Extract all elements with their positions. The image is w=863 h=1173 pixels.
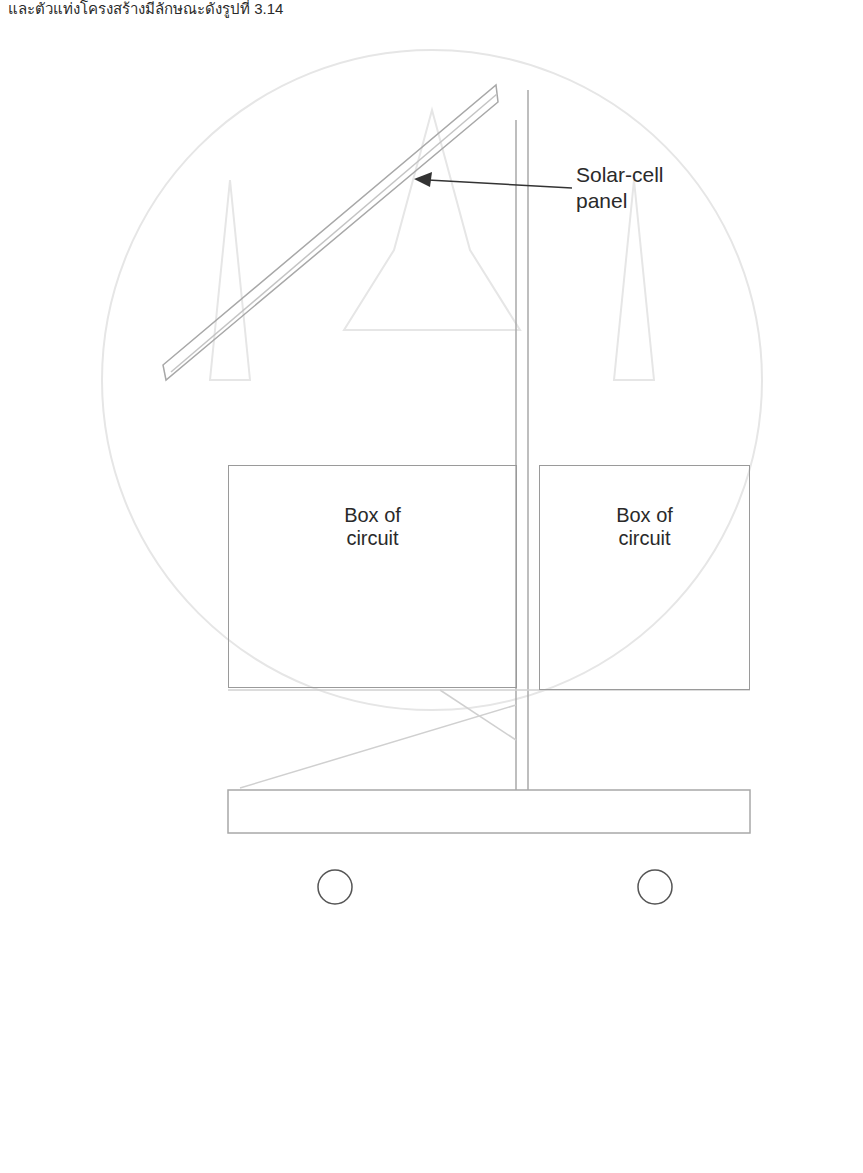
panel-edge [171, 94, 497, 372]
stand [163, 85, 750, 904]
circuit-box: Box of circuit [539, 465, 750, 690]
caption-line: และตัวแท่งโครงสร้างมีลักษณะดังรูปที่ 3.1… [8, 0, 608, 19]
box-label: Box of circuit [605, 504, 685, 550]
box-label: Box of circuit [333, 504, 413, 550]
part-label: Solar-cell panel [576, 162, 681, 215]
circuit-box: Box of circuit [228, 465, 517, 688]
leader-arrowhead [414, 172, 432, 187]
brace [240, 705, 516, 788]
watermark-ring [102, 50, 762, 710]
pole [527, 90, 529, 790]
brace [440, 690, 516, 740]
wheel [318, 870, 352, 904]
wheel [638, 870, 672, 904]
watermark [102, 50, 762, 710]
watermark-spire [344, 110, 520, 330]
leader [414, 172, 572, 188]
solar-panel [163, 85, 498, 380]
leader-line [428, 180, 572, 188]
base [228, 790, 750, 833]
